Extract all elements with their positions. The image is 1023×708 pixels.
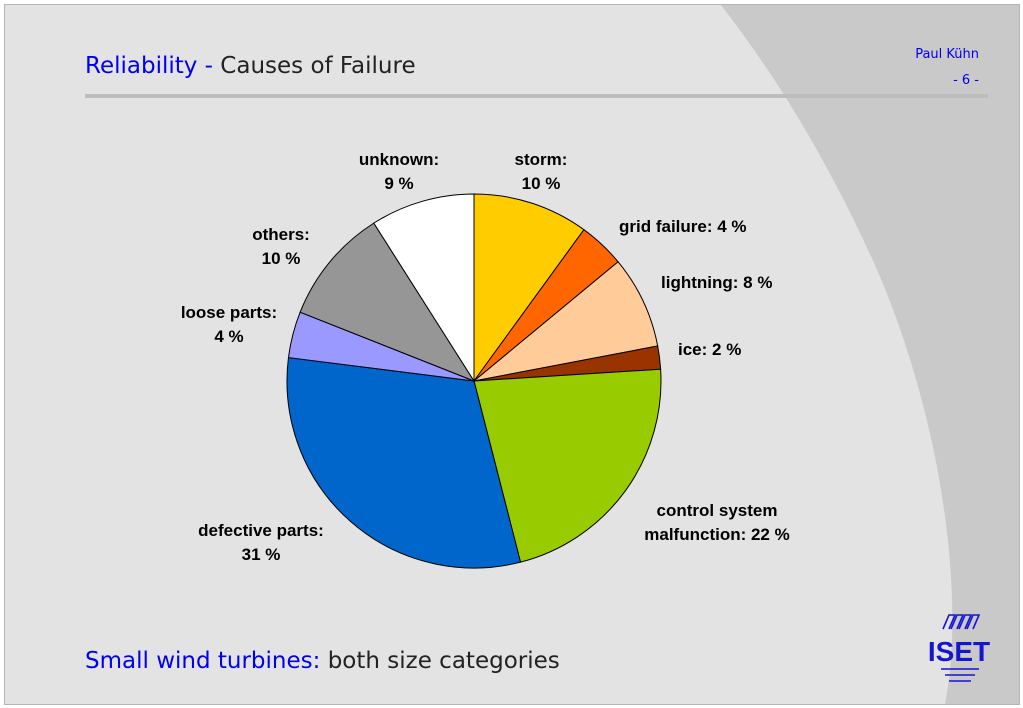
slice-label-line: storm: [515,150,568,169]
pie-slice [473,261,659,382]
slice-label-line: 4 % [214,327,243,346]
title-subject: Causes of Failure [220,53,416,79]
slide-title: Reliability - Causes of Failure [85,53,416,79]
title-topic: Reliability - [85,53,221,79]
slice-label-line: control system [657,501,778,520]
slice-label-line: lightning: 8 % [661,273,772,292]
slide-subtitle: Small wind turbines: both size categorie… [85,648,560,674]
slice-label: loose parts: 4 % [181,303,277,346]
pie-slice [373,193,475,383]
slice-label-line: 10 % [522,174,561,193]
page-number: - 6 - [953,73,979,88]
slice-label-line: 31 % [242,545,281,564]
slice-label: others: 10 % [252,225,310,268]
pie-slice [473,368,662,563]
slice-label: defective parts: 31 % [198,521,324,564]
slice-label-line: grid failure: 4 % [619,217,747,236]
slice-label: storm: 10 % [515,150,568,193]
slice-label: ice: 2 % [678,340,741,359]
pie-slice [286,357,522,569]
slide: Reliability - Causes of Failure Paul Küh… [4,4,1020,705]
slice-label-line: malfunction: 22 % [644,525,789,544]
slice-label-line: others: [252,225,310,244]
subtitle-topic: Small wind turbines: [85,648,321,674]
slice-label-line: ice: 2 % [678,340,741,359]
pie-slice [473,193,585,383]
iset-logo: ISET [928,614,990,682]
slice-label-line: 10 % [262,249,301,268]
slice-label-line: 9 % [384,174,413,193]
background-decoration [721,5,1019,704]
slice-label-line: loose parts: [181,303,277,322]
slice-label: lightning: 8 % [661,273,772,292]
slice-label: control system malfunction: 22 % [644,501,789,544]
logo-text: ISET [928,636,990,667]
subtitle-detail: both size categories [320,648,560,674]
pie-slice [299,222,476,383]
slice-label: unknown: 9 % [359,150,439,193]
logo-emblem-icon [941,614,981,682]
author-name: Paul Kühn [915,47,979,62]
slice-label-line: unknown: [359,150,439,169]
slice-label-line: defective parts: [198,521,324,540]
title-divider [85,94,988,98]
pie-chart: storm: 10 % grid failure: 4 % lightning: 8 … [181,150,790,569]
slice-label: grid failure: 4 % [619,217,747,236]
